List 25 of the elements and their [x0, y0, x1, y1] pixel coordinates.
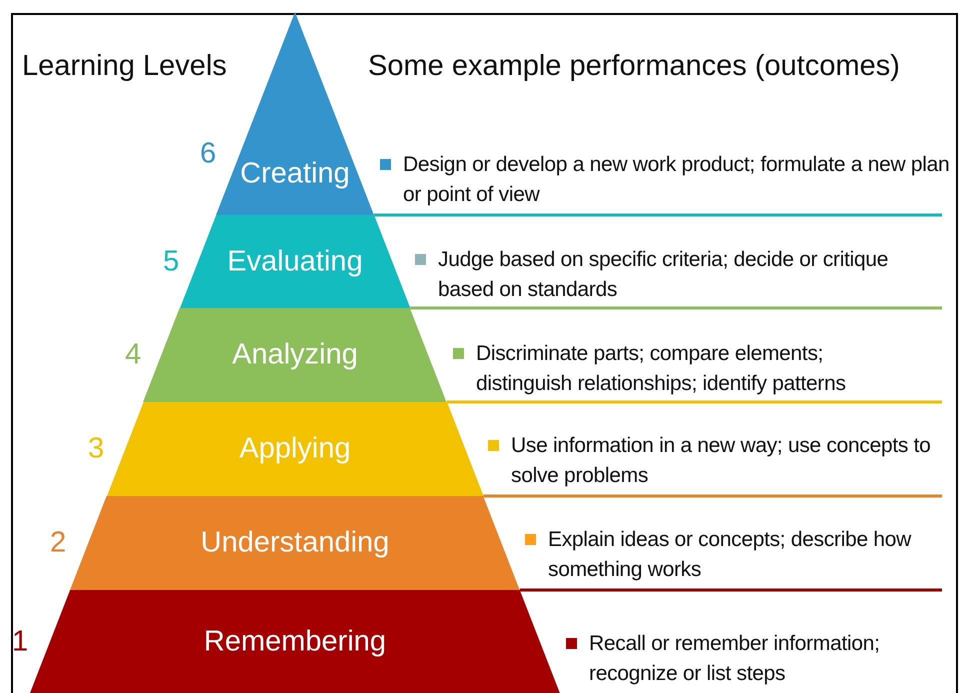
pyramid-band — [106, 402, 484, 496]
outcome-description: Judge based on specific criteria; decide or critique based on standards — [438, 247, 890, 303]
pyramid-band — [180, 215, 410, 308]
level-number: 5 — [163, 245, 180, 278]
pyramid-band — [143, 308, 447, 402]
pyramid-band — [70, 496, 520, 590]
column-heading: Learning Levels — [22, 50, 227, 83]
level-number: 6 — [200, 137, 216, 170]
outcome-description: Discriminate parts; compare elements; distinguish relationships; identify patterns — [476, 341, 847, 397]
level-name: Analyzing — [232, 338, 358, 372]
outcome-description: Explain ideas or concepts; describe how something works — [548, 527, 912, 583]
pyramid-band — [30, 590, 560, 693]
level-number: 2 — [50, 526, 66, 560]
level-number: 1 — [12, 625, 28, 658]
level-number: 3 — [88, 432, 104, 466]
level-name: Evaluating — [227, 245, 363, 278]
column-heading: Some example performances (outcomes) — [368, 50, 900, 83]
outcome-description: Design or develop a new work product; formulate a new plan or point of view — [403, 152, 950, 208]
level-name: Applying — [239, 432, 351, 466]
level-number: 4 — [125, 338, 142, 372]
outcome-description: Recall or remember information; recognize or list steps — [589, 631, 881, 687]
level-name: Remembering — [204, 625, 386, 658]
level-name: Understanding — [200, 526, 390, 560]
level-name: Creating — [240, 158, 350, 191]
outcome-description: Use information in a new way; use concepts to solve problems — [511, 433, 932, 489]
